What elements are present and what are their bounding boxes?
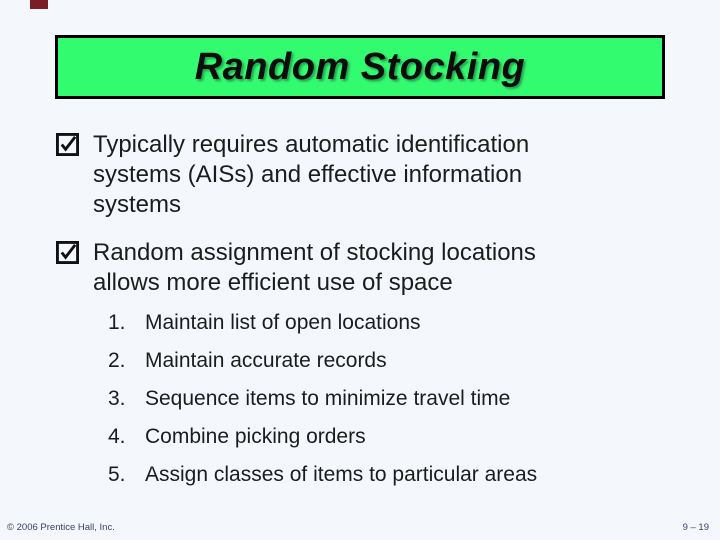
list-item-number: 4. xyxy=(108,425,126,448)
copyright-text: © 2006 Prentice Hall, Inc. xyxy=(7,522,115,533)
numbered-list-item: 3. Sequence items to minimize travel tim… xyxy=(108,387,510,411)
list-item-text: Maintain list of open locations xyxy=(145,311,421,334)
title-banner: Random Stocking xyxy=(55,35,665,99)
list-item-number: 3. xyxy=(108,387,126,410)
list-item-number: 5. xyxy=(108,463,126,486)
slide-page-number: 9 – 19 xyxy=(682,522,709,533)
numbered-list-item: 2. Maintain accurate records xyxy=(108,349,387,373)
list-item-number: 1. xyxy=(108,311,126,334)
bullet-text: Random assignment of stocking locations … xyxy=(93,239,536,296)
list-item-text: Maintain accurate records xyxy=(145,349,387,372)
numbered-list-item: 5. Assign classes of items to particular… xyxy=(108,463,537,487)
bullet-item: Random assignment of stocking locations … xyxy=(56,238,598,298)
list-item-number: 2. xyxy=(108,349,126,372)
checked-checkbox-icon xyxy=(56,133,79,156)
list-item-text: Sequence items to minimize travel time xyxy=(145,387,511,410)
bullet-item: Typically requires automatic identificat… xyxy=(56,130,598,220)
slide-corner-accent xyxy=(30,0,48,9)
numbered-list-item: 4. Combine picking orders xyxy=(108,425,366,449)
numbered-list-item: 1. Maintain list of open locations xyxy=(108,311,421,335)
list-item-text: Combine picking orders xyxy=(145,425,366,448)
bullet-text: Typically requires automatic identificat… xyxy=(93,131,530,218)
slide-title: Random Stocking xyxy=(194,45,526,88)
checked-checkbox-icon xyxy=(56,241,79,264)
list-item-text: Assign classes of items to particular ar… xyxy=(145,463,538,486)
